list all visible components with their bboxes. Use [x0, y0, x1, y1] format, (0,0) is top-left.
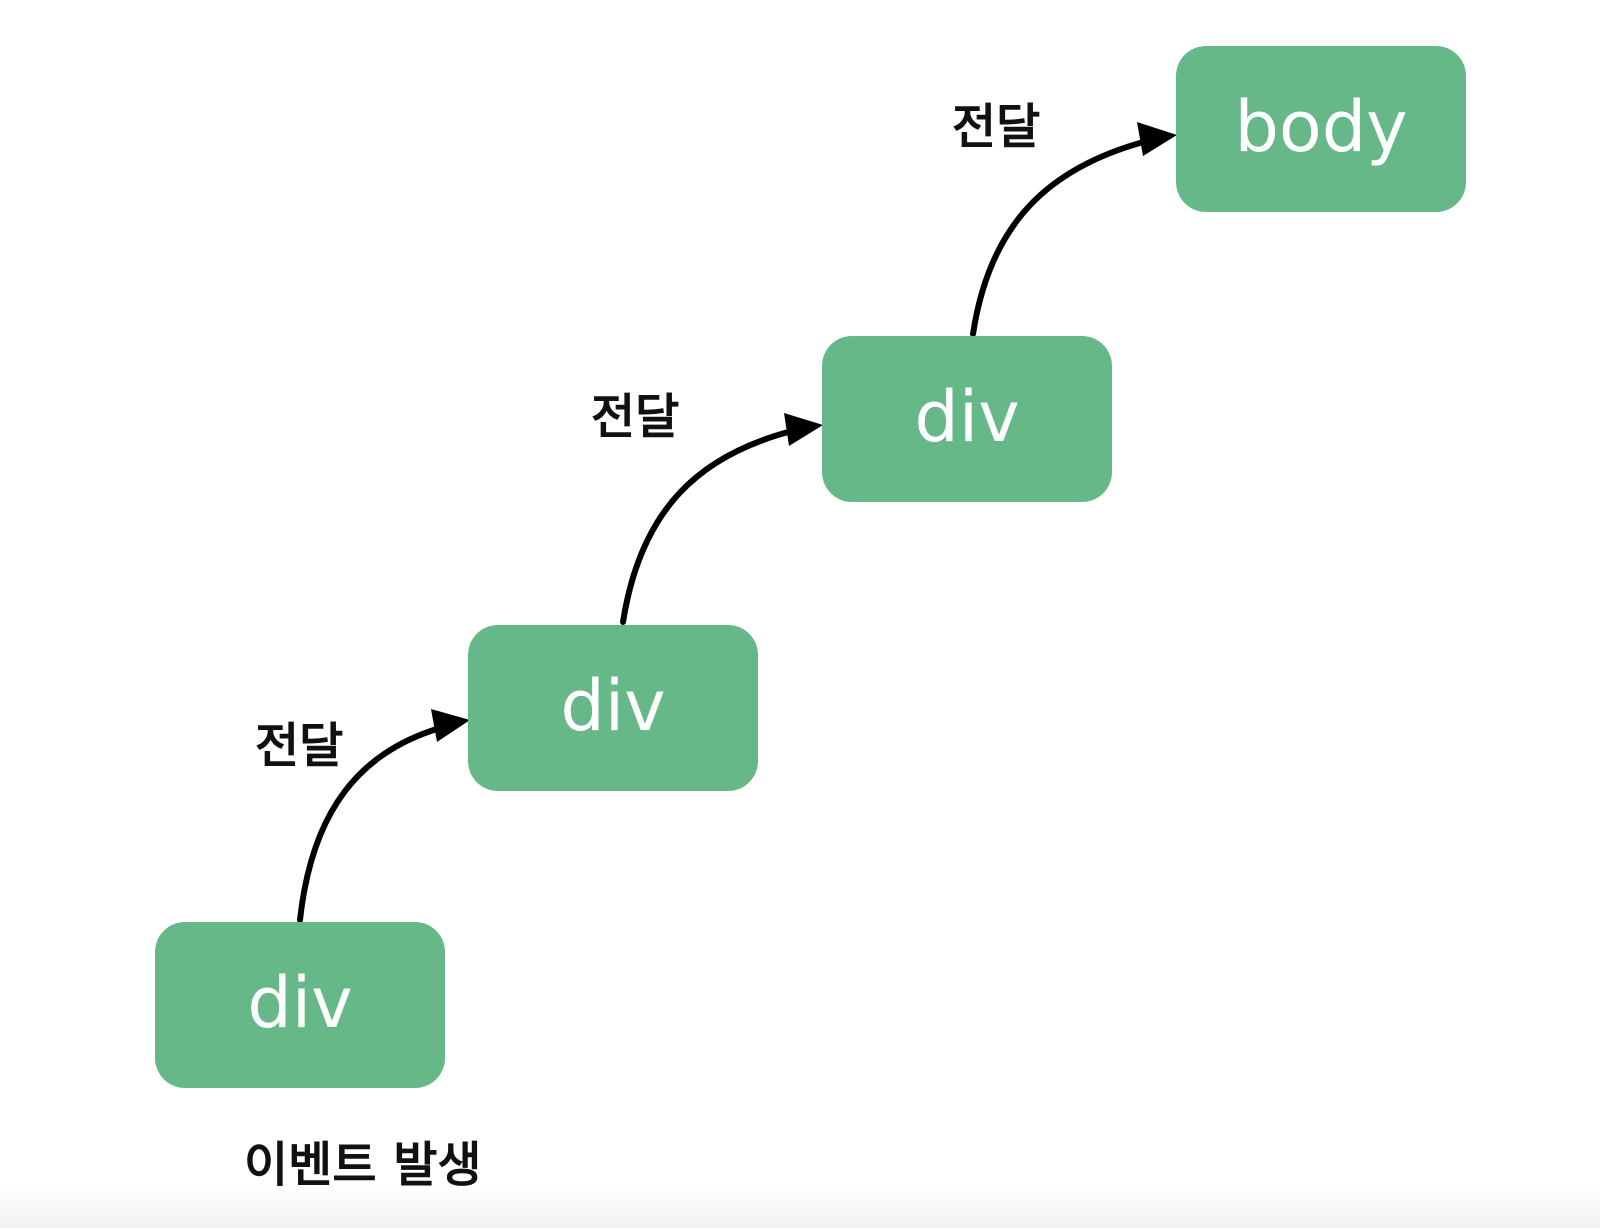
edge-label-3: 전달 [952, 99, 1041, 155]
arrow-3 [970, 138, 1150, 337]
event-origin-caption: 이벤트 발생 [244, 1137, 482, 1193]
node-div-parent: div [468, 625, 758, 791]
node-div-grandparent: div [822, 336, 1112, 502]
arrowhead-1 [431, 709, 470, 742]
arrowhead-2 [784, 413, 823, 446]
arrow-2 [620, 428, 795, 625]
node-div-origin: div [155, 922, 445, 1088]
arrowhead-3 [1137, 122, 1177, 156]
edge-label-2: 전달 [591, 389, 680, 445]
node-label: div [914, 376, 1020, 458]
node-label: div [560, 665, 666, 747]
node-body: body [1176, 46, 1466, 212]
node-label: body [1234, 86, 1408, 168]
bottom-shade [0, 1188, 1600, 1228]
edge-label-1: 전달 [255, 718, 344, 774]
node-label: div [247, 962, 353, 1044]
